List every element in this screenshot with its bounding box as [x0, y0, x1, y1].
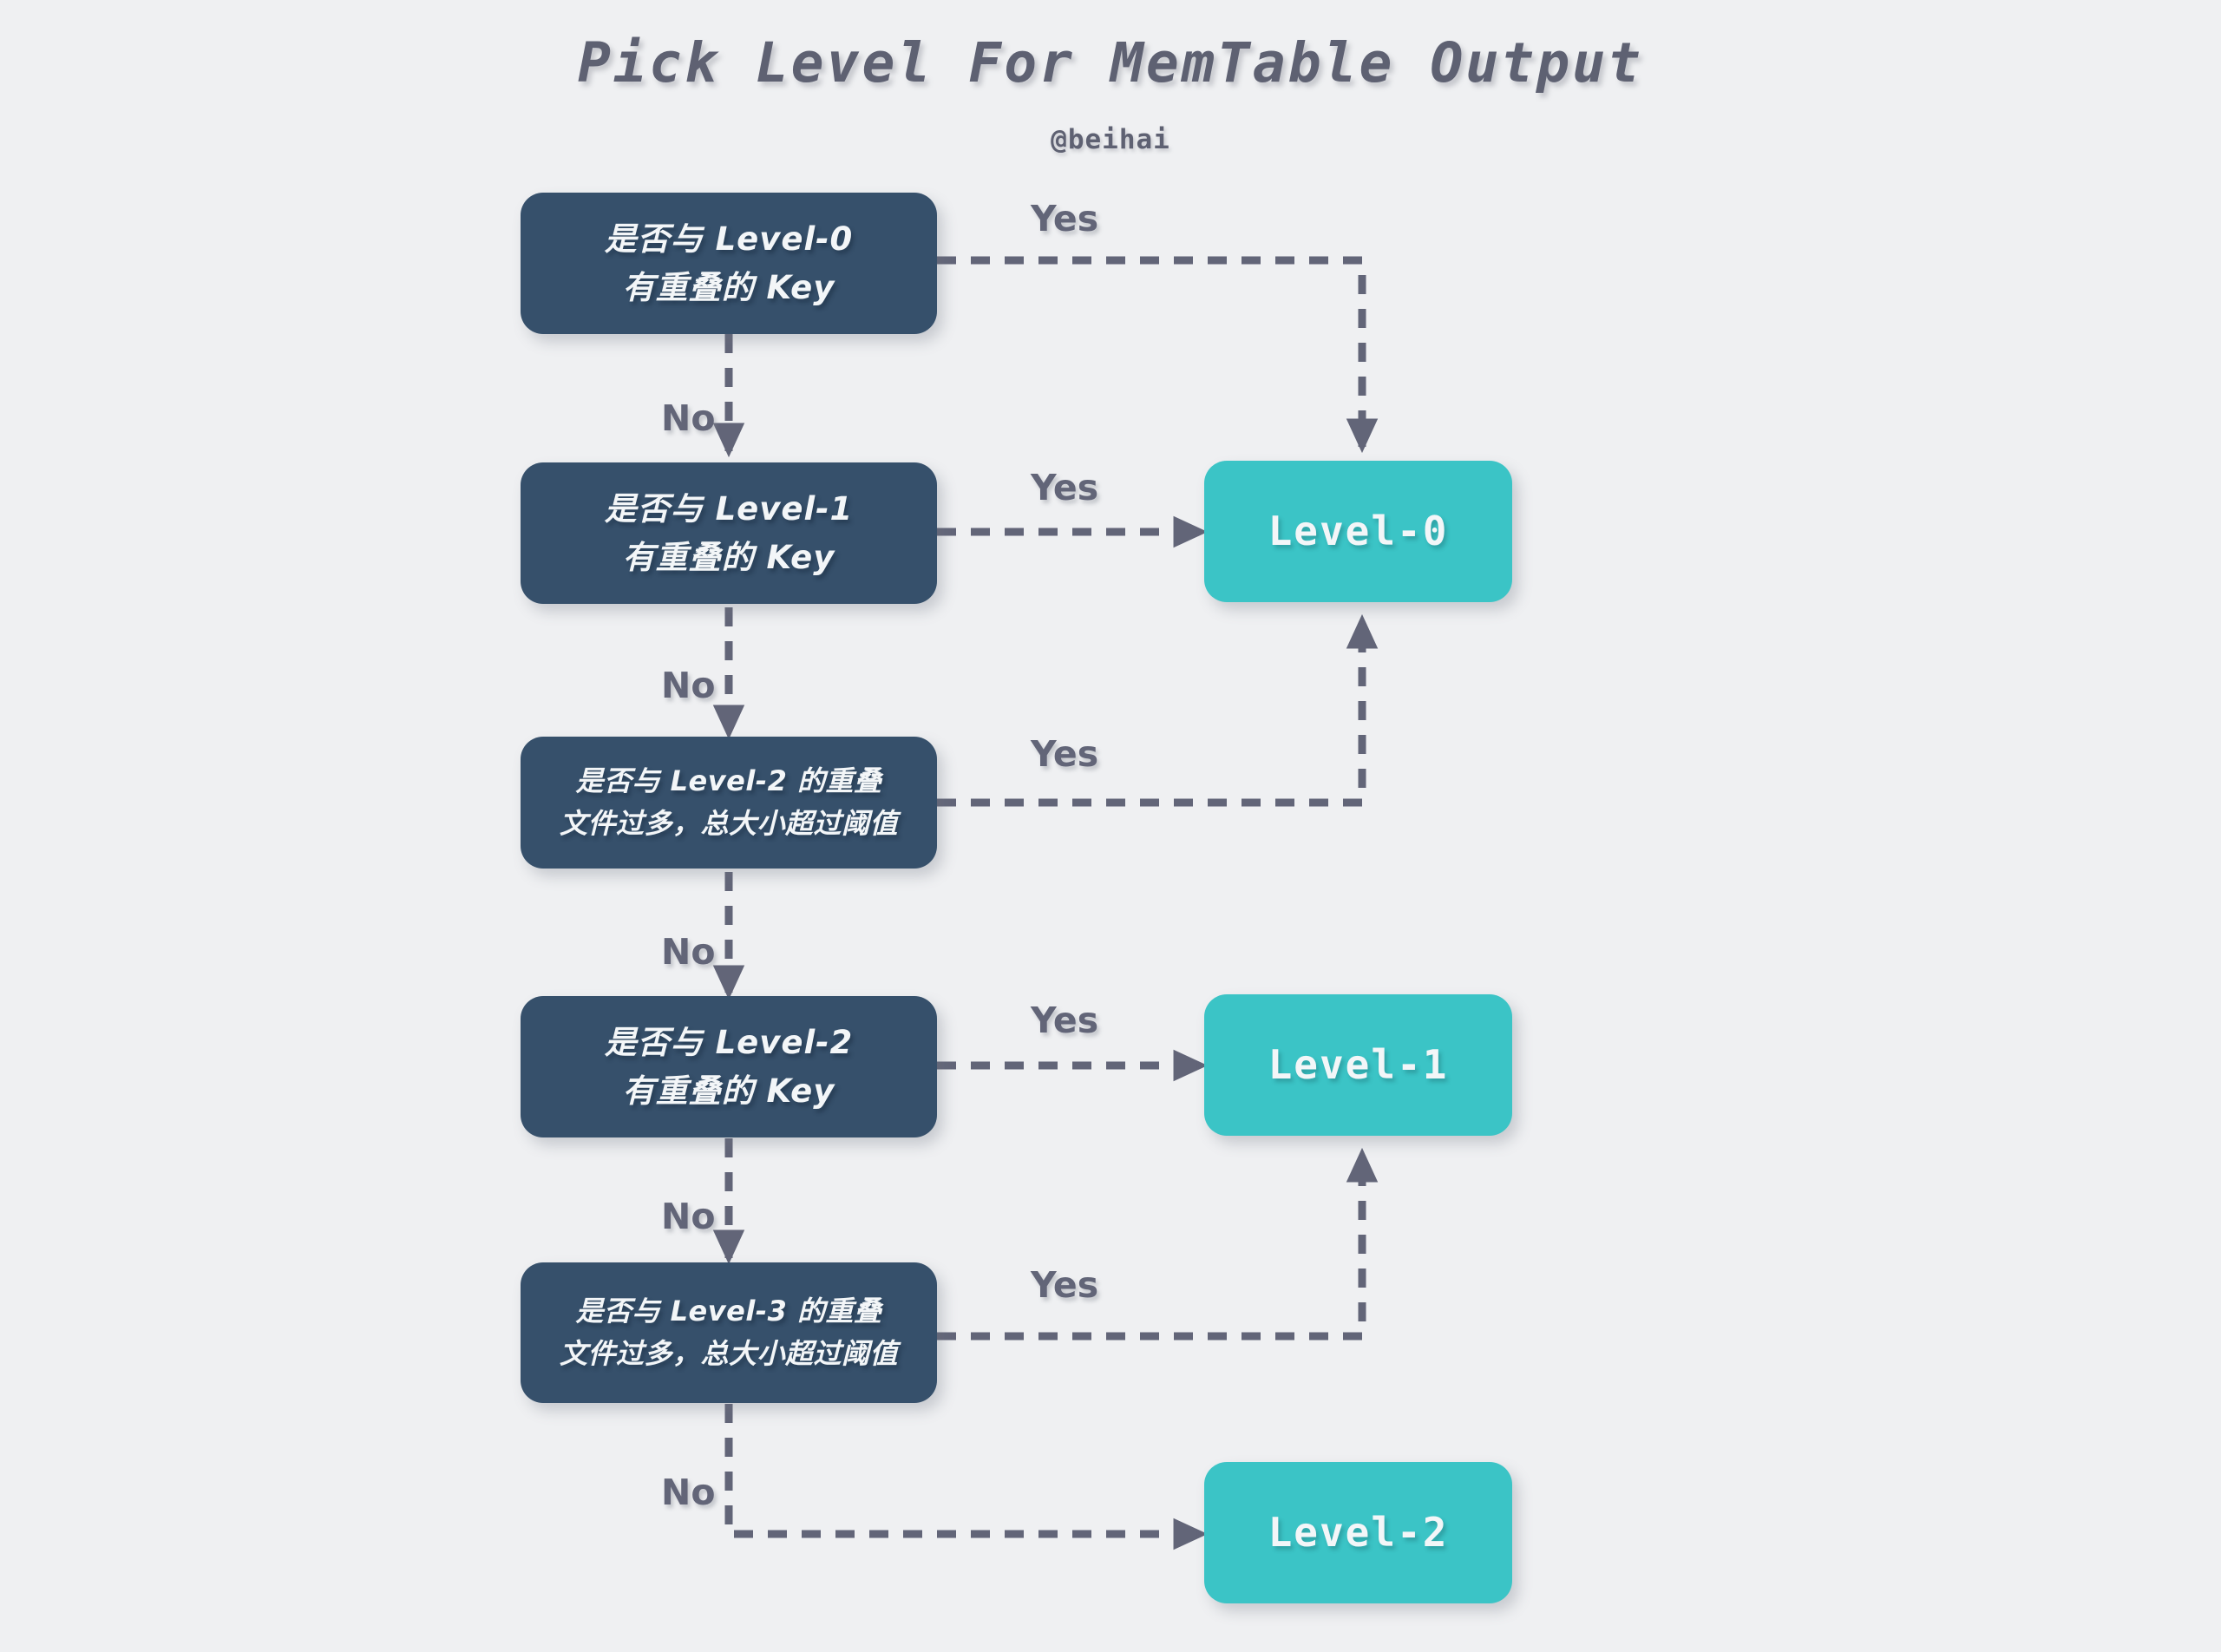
- edge-d0-yes-level0: [937, 256, 1379, 454]
- edge-label-d4-no: No: [661, 1472, 716, 1513]
- page-title: Pick Level For MemTable Output: [578, 31, 1643, 95]
- result-node-label: Level-1: [1268, 1041, 1449, 1089]
- decision-node-line2: 有重叠的 Key: [622, 1072, 835, 1110]
- edge-label-d2-yes: Yes: [1031, 733, 1099, 775]
- result-node-level-1[interactable]: Level-1: [1204, 994, 1512, 1136]
- decision-node-line1: 是否与 Level-2 的重叠: [575, 764, 882, 797]
- decision-node-level3-threshold[interactable]: 是否与 Level-3 的重叠 文件过多，总大小超过阈值: [521, 1262, 937, 1403]
- result-node-level-2[interactable]: Level-2: [1204, 1462, 1512, 1603]
- edge-label-d1-yes: Yes: [1031, 467, 1099, 508]
- edge-label-d3-yes: Yes: [1031, 1000, 1099, 1041]
- decision-node-line1: 是否与 Level-2: [604, 1023, 854, 1061]
- edge-label-d2-no: No: [661, 931, 716, 973]
- decision-node-level1-overlap[interactable]: 是否与 Level-1 有重叠的 Key: [521, 462, 937, 604]
- decision-node-line2: 文件过多，总大小超过阈值: [559, 806, 898, 840]
- decision-node-line1: 是否与 Level-1: [604, 489, 854, 528]
- decision-node-level2-overlap[interactable]: 是否与 Level-2 有重叠的 Key: [521, 996, 937, 1137]
- edge-label-d1-no: No: [661, 665, 716, 706]
- result-node-level-0[interactable]: Level-0: [1204, 461, 1512, 602]
- result-node-label: Level-0: [1268, 508, 1449, 555]
- edge-label-d0-yes: Yes: [1031, 198, 1099, 239]
- edge-label-d3-no: No: [661, 1196, 716, 1237]
- edge-d2-yes-level0: [937, 613, 1379, 807]
- decision-node-line2: 文件过多，总大小超过阈值: [559, 1336, 898, 1370]
- decision-node-line1: 是否与 Level-0: [604, 220, 854, 258]
- edge-d4-yes-level1: [937, 1147, 1379, 1341]
- edge-label-d0-no: No: [661, 397, 716, 439]
- result-node-label: Level-2: [1268, 1509, 1449, 1557]
- edge-d4-no-level2: [724, 1404, 1209, 1550]
- decision-node-level0-overlap[interactable]: 是否与 Level-0 有重叠的 Key: [521, 193, 937, 334]
- decision-node-line2: 有重叠的 Key: [622, 539, 835, 576]
- decision-node-line2: 有重叠的 Key: [622, 269, 835, 306]
- edge-label-d4-yes: Yes: [1031, 1264, 1099, 1306]
- author-credit: @beihai: [1051, 124, 1170, 155]
- decision-node-level2-threshold[interactable]: 是否与 Level-2 的重叠 文件过多，总大小超过阈值: [521, 737, 937, 869]
- decision-node-line1: 是否与 Level-3 的重叠: [575, 1294, 882, 1328]
